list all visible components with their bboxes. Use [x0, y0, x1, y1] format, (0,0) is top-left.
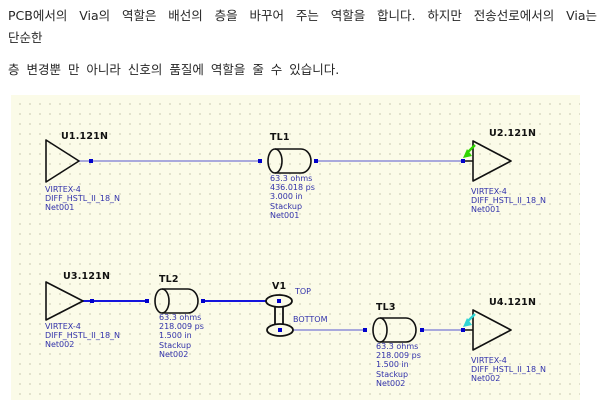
tl1-symbol [267, 148, 312, 174]
pin-dot [201, 299, 205, 303]
pin-dot [461, 159, 465, 163]
tl3-length: 1.500 in [376, 360, 409, 370]
pin-dot [90, 299, 94, 303]
u1-model: VIRTEX-4 [45, 185, 81, 194]
pin-dot [420, 328, 424, 332]
pin-dot [314, 159, 318, 163]
pin-dot [363, 328, 367, 332]
pin-dot [145, 299, 149, 303]
u3-model: VIRTEX-4 [45, 322, 81, 331]
pin-dot [258, 159, 262, 163]
u2-ref-label: U2.121N [489, 128, 537, 139]
u4-receiver-symbol [472, 309, 512, 351]
tl2-impedance: 63.3 ohms [159, 313, 202, 322]
tl3-params-block: 63.3 ohms 218.009 ps 1.500 in Stackup Ne… [376, 342, 421, 388]
u2-signal: DIFF_HSTL_II_18_N [471, 196, 547, 206]
body-text-line-1: PCB에서의 Via의 역할은 배선의 층을 바꾸어 주는 역할을 합니다. 하… [8, 8, 597, 23]
u4-model: VIRTEX-4 [471, 356, 507, 365]
tl3-net: Net002 [376, 378, 406, 388]
tl2-ref-label: TL2 [159, 274, 179, 285]
tl1-ref-label: TL1 [270, 132, 290, 143]
pin-dot [461, 328, 465, 332]
tl2-symbol [154, 288, 199, 314]
u4-signal: DIFF_HSTL_II_18_N [471, 365, 547, 375]
u2-receiver-symbol [472, 140, 512, 182]
u1-driver-symbol [45, 139, 80, 183]
tl2-length: 1.500 in [159, 331, 192, 341]
tl3-symbol [372, 317, 417, 343]
pin-dots [89, 159, 465, 332]
u3-info-block: VIRTEX-4 DIFF_HSTL_II_18_N Net002 [45, 322, 120, 350]
via-ref-label: V1 [272, 281, 287, 292]
u3-signal: DIFF_HSTL_II_18_N [45, 331, 121, 341]
u2-info-block: VIRTEX-4 DIFF_HSTL_II_18_N Net001 [471, 187, 546, 215]
u1-net: Net001 [45, 203, 75, 213]
u3-ref-label: U3.121N [63, 271, 111, 282]
tl1-length: 3.000 in [270, 192, 303, 202]
u4-net: Net002 [471, 374, 501, 384]
u3-net: Net002 [45, 340, 75, 350]
u2-net: Net001 [471, 205, 501, 215]
schematic-figure [45, 139, 512, 351]
tl3-ref-label: TL3 [376, 302, 396, 313]
tl2-delay: 218.009 ps [159, 322, 204, 332]
u1-ref-label: U1.121N [61, 131, 109, 142]
tl2-stackup: Stackup [159, 340, 192, 350]
tl1-params-block: 63.3 ohms 436.018 ps 3.000 in Stackup Ne… [270, 174, 315, 220]
probe-arrow-cyan-icon [463, 313, 476, 327]
pin-dot [277, 299, 281, 303]
probe-arrow-green-icon [463, 144, 476, 158]
pin-dot [89, 159, 93, 163]
u4-ref-label: U4.121N [489, 297, 537, 308]
body-text-line-3: 층 변경뿐 만 아니라 신호의 품질에 역할을 줄 수 있습니다. [8, 62, 340, 77]
u1-signal: DIFF_HSTL_II_18_N [45, 194, 121, 204]
tl1-impedance: 63.3 ohms [270, 174, 313, 183]
tl1-stackup: Stackup [270, 201, 303, 211]
u1-info-block: VIRTEX-4 DIFF_HSTL_II_18_N Net001 [45, 185, 120, 213]
u2-model: VIRTEX-4 [471, 187, 507, 196]
schematic-canvas: U1.121N TL1 U2.121N U3.121N TL2 V1 TL3 U… [11, 95, 580, 400]
body-text-line-2: 단순한 [8, 30, 43, 45]
tl2-net: Net002 [159, 349, 189, 359]
via-bottom-label: BOTTOM [293, 315, 328, 324]
tl2-params-block: 63.3 ohms 218.009 ps 1.500 in Stackup Ne… [159, 313, 204, 359]
tl3-stackup: Stackup [376, 369, 409, 379]
via-top-label: TOP [295, 287, 312, 296]
u3-driver-symbol [45, 281, 84, 321]
tl1-net: Net001 [270, 210, 300, 220]
u4-info-block: VIRTEX-4 DIFF_HSTL_II_18_N Net002 [471, 356, 546, 384]
tl3-delay: 218.009 ps [376, 351, 421, 361]
tl3-impedance: 63.3 ohms [376, 342, 419, 351]
tl1-delay: 436.018 ps [270, 183, 315, 193]
pin-dot [278, 328, 282, 332]
